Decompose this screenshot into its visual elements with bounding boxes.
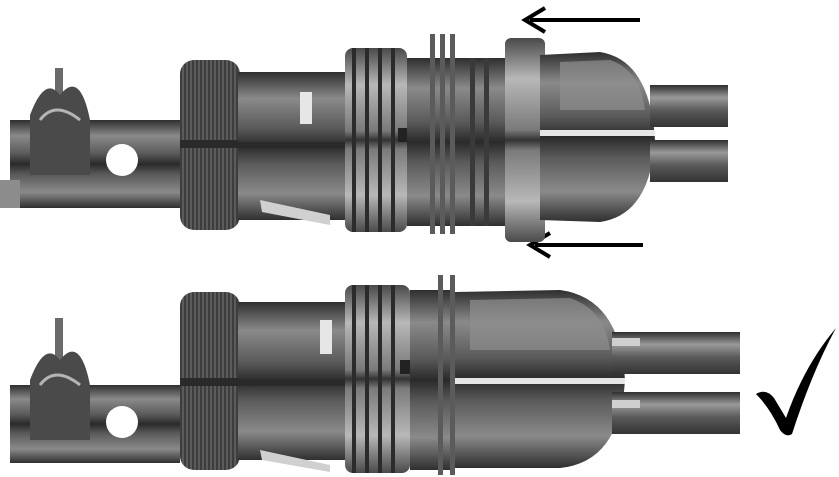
thread-section <box>410 275 455 475</box>
arrow-left-icon <box>526 231 643 259</box>
connector-body-front <box>180 292 346 472</box>
thread-section <box>407 34 507 234</box>
cable <box>612 332 740 434</box>
crimp-contact <box>0 68 180 208</box>
crimp-contact <box>10 318 180 463</box>
locking-rings <box>345 285 410 473</box>
check-icon <box>756 328 836 436</box>
gland-nut <box>455 290 625 468</box>
arrow-left-icon <box>521 6 640 34</box>
connector-body-front <box>180 60 346 230</box>
locking-rings <box>345 48 408 232</box>
connector-after <box>10 275 740 475</box>
gland-nut <box>505 38 655 242</box>
connector-before <box>0 6 728 259</box>
cable <box>650 85 728 182</box>
